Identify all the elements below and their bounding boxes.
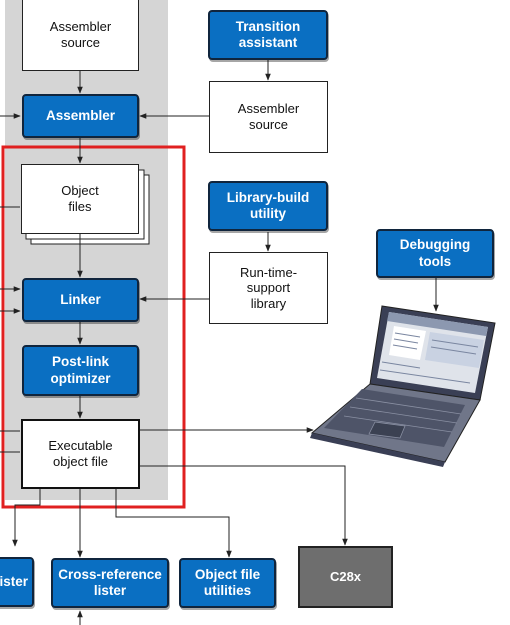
assembler-label: Assembler — [45, 107, 116, 123]
library-build-utility-label: Library-build utility — [226, 189, 310, 221]
lister-box: ister — [0, 557, 34, 607]
linker-box: Linker — [22, 278, 139, 322]
assembler-source-right-box: Assembler source — [209, 81, 328, 153]
c28x-label: C28x — [329, 569, 362, 585]
lister-label: ister — [0, 573, 28, 589]
object-file-utilities-label: Object file utilities — [194, 566, 261, 598]
assembler-box: Assembler — [22, 94, 139, 138]
cross-reference-lister-label: Cross-reference lister — [58, 566, 162, 598]
arrow-executable-to-object-file-utilities — [115, 488, 232, 558]
laptop-icon — [310, 305, 496, 467]
post-link-optimizer-box: Post-link optimizer — [22, 345, 139, 396]
runtime-support-library-label: Run-time- support library — [239, 264, 298, 311]
executable-object-file-label: Executable object file — [48, 438, 113, 469]
library-build-utility-box: Library-build utility — [208, 181, 328, 231]
debugging-tools-label: Debugging tools — [399, 237, 471, 269]
post-link-optimizer-label: Post-link optimizer — [50, 354, 111, 386]
object-file-utilities-box: Object file utilities — [179, 558, 276, 608]
debugging-tools-box: Debugging tools — [376, 229, 494, 278]
arrow-executable-to-c28x — [140, 465, 348, 546]
highlight-frame — [1, 145, 186, 509]
runtime-support-library-box: Run-time- support library — [209, 252, 328, 324]
shaded-column — [5, 0, 168, 500]
assembler-source-top-box: Assembler source — [22, 0, 139, 71]
cross-reference-lister-box: Cross-reference lister — [51, 558, 169, 608]
object-files-box: Object files — [21, 164, 139, 234]
transition-assistant-label: Transition assistant — [235, 18, 301, 50]
assembler-source-top-label: Assembler source — [49, 19, 112, 50]
assembler-source-right-label: Assembler source — [237, 101, 300, 132]
object-files-label: Object files — [61, 183, 99, 214]
c28x-box: C28x — [298, 546, 393, 608]
executable-object-file-box: Executable object file — [21, 419, 140, 489]
transition-assistant-box: Transition assistant — [208, 10, 328, 60]
linker-label: Linker — [60, 291, 101, 307]
arrow-executable-to-lister — [12, 488, 41, 547]
